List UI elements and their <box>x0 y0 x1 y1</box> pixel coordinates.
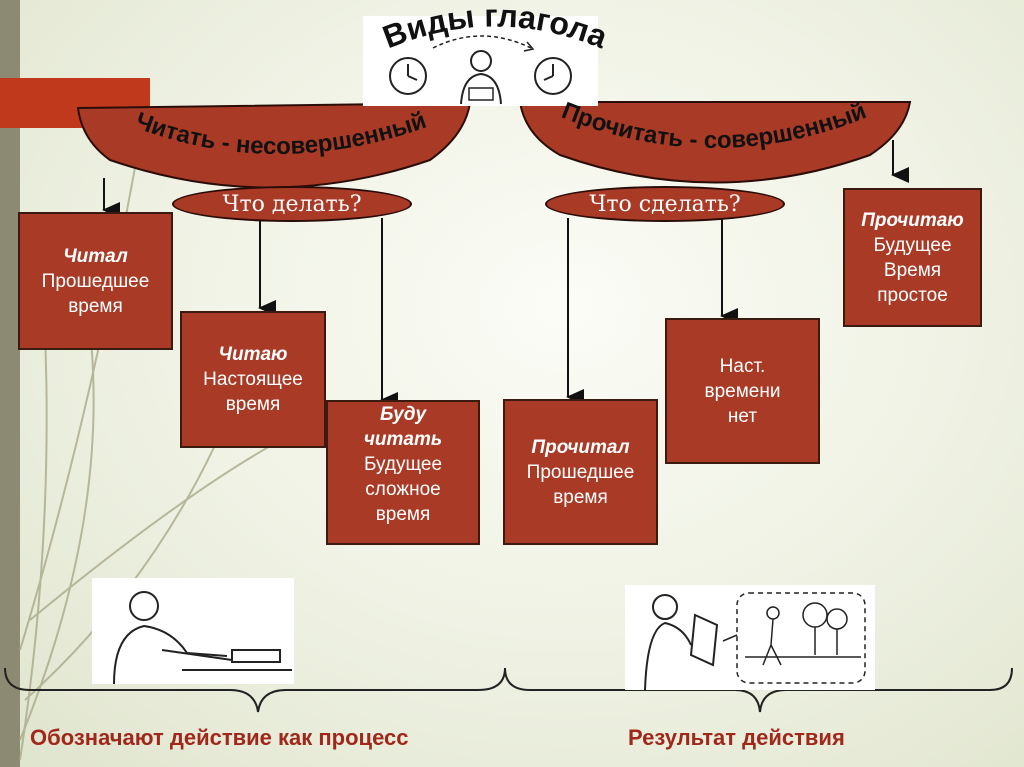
diagram-title: Виды глагола <box>378 0 613 55</box>
question-imperfective: Что делать? <box>172 186 412 222</box>
box-past-imperfective: Читал Прошедшее время <box>18 212 173 350</box>
title-illustration <box>363 16 598 106</box>
box-future-compound: Буду читать Будущее сложное время <box>326 400 480 545</box>
perfective-label: Прочитать - совершенный <box>558 97 870 154</box>
box-past-perfective: Прочитал Прошедшее время <box>503 399 658 545</box>
question-perfective: Что сделать? <box>545 186 785 222</box>
perfective-banner-shape <box>518 101 912 184</box>
bottom-braces <box>4 667 1013 713</box>
footer-result-caption: Результат действия <box>628 725 845 750</box>
box-verb: Прочитаю <box>861 209 964 231</box>
left-side-strip <box>0 0 20 767</box>
box-verb: Буду <box>379 404 427 425</box>
box-verb: Прочитал <box>531 436 630 458</box>
box-verb: Читал <box>63 245 128 267</box>
box-no-present: Наст. времени нет <box>665 318 820 464</box>
reading-man-illustration <box>92 578 294 685</box>
arrows <box>102 140 909 408</box>
box-verb: Читаю <box>218 344 288 365</box>
box-present: Читаю Настоящее время <box>180 311 326 448</box>
box-verb-2: читать <box>363 429 443 450</box>
footer-process-caption: Обозначают действие как процесс <box>30 725 409 750</box>
box-future-simple: Прочитаю Будущее Время простое <box>843 188 982 327</box>
result-illustration <box>625 585 875 691</box>
imperfective-label: Читать - несовершенный <box>132 107 430 160</box>
